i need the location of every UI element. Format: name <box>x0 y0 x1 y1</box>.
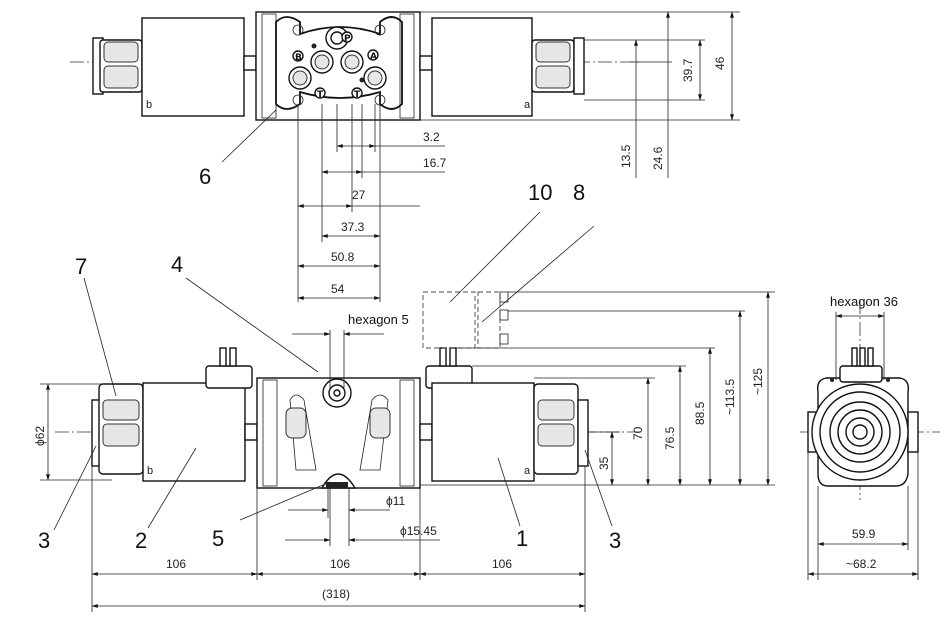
dim-70: 70 <box>631 426 645 440</box>
dim-phi-62: ϕ62 <box>33 426 47 446</box>
callout-3-left: 3 <box>38 528 50 553</box>
port-a-label: A <box>370 52 377 62</box>
dim-39-7: 39.7 <box>681 58 695 82</box>
side-b-label-front: b <box>147 465 153 477</box>
dim-106-mid: 106 <box>330 557 350 571</box>
callout-10: 10 <box>528 180 552 205</box>
dim-68-2: ~68.2 <box>846 557 877 571</box>
right-solenoid-front <box>431 382 535 482</box>
callout-7: 7 <box>75 254 87 279</box>
port-t2-label: T <box>354 90 361 100</box>
valve-body-top: P A B T T <box>255 11 421 121</box>
dim-106-right: 106 <box>492 557 512 571</box>
callout-4: 4 <box>171 252 183 277</box>
dim-88-5: 88.5 <box>693 401 707 425</box>
left-connector-top <box>92 37 143 95</box>
side-b-label-top: b <box>146 99 152 111</box>
callout-8: 8 <box>573 180 585 205</box>
dim-16-7: 16.7 <box>423 156 447 170</box>
port-t1-label: T <box>317 90 324 100</box>
port-p-label: P <box>344 34 351 44</box>
left-solenoid-top <box>141 17 245 117</box>
dim-phi-11: ϕ11 <box>386 494 406 508</box>
side-view: hexagon 36 59.9 ~68.2 <box>800 294 940 580</box>
left-connector-front <box>91 383 144 475</box>
callout-3-right: 3 <box>609 528 621 553</box>
callout-6: 6 <box>199 164 211 189</box>
side-a-label-top: a <box>524 99 531 111</box>
dim-27: 27 <box>352 188 366 202</box>
callout-2: 2 <box>135 528 147 553</box>
valve-body-front <box>256 377 421 489</box>
label-hexagon-36: hexagon 36 <box>830 294 898 309</box>
left-solenoid-front <box>142 382 246 482</box>
dim-54: 54 <box>331 282 345 296</box>
dim-106-left: 106 <box>166 557 186 571</box>
side-a-label-front: a <box>524 465 531 477</box>
callout-1: 1 <box>516 526 528 551</box>
dim-318: (318) <box>322 587 350 601</box>
dim-3-2: 3.2 <box>423 130 440 144</box>
dim-24-6: 24.6 <box>651 146 665 170</box>
top-view: b P A <box>70 11 740 302</box>
dim-76-5: 76.5 <box>663 426 677 450</box>
dim-phi-15-45: ϕ15.45 <box>400 524 437 538</box>
callout-5: 5 <box>212 526 224 551</box>
dim-46: 46 <box>713 56 727 70</box>
front-view: b a <box>33 180 775 612</box>
right-solenoid-top <box>431 17 533 117</box>
dim-125: ~125 <box>751 368 765 395</box>
dim-37-3: 37.3 <box>341 220 365 234</box>
dim-59-9: 59.9 <box>852 527 876 541</box>
dim-35: 35 <box>597 456 611 470</box>
right-connector-front <box>533 383 589 475</box>
right-connector-top <box>531 37 585 95</box>
label-hexagon-5: hexagon 5 <box>348 312 409 327</box>
dim-13-5: 13.5 <box>619 144 633 168</box>
dim-50-8: 50.8 <box>331 250 355 264</box>
dim-113-5: ~113.5 <box>723 379 737 415</box>
port-b-label: B <box>295 53 302 63</box>
